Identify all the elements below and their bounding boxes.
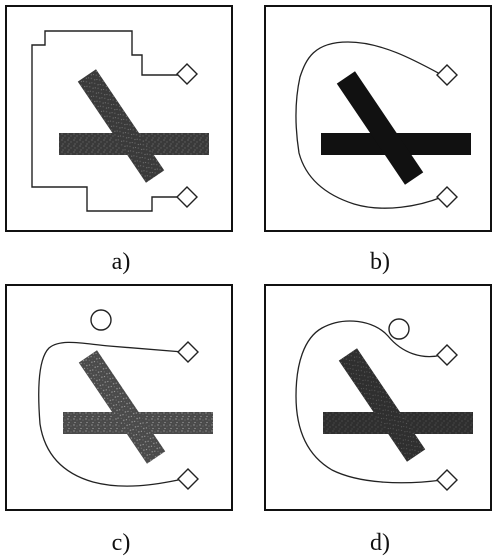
diagonal-obstacle bbox=[77, 69, 165, 183]
robot-path-piecewise bbox=[31, 30, 182, 212]
goal-diamond-icon bbox=[436, 469, 458, 491]
panel-b-drawing bbox=[295, 41, 471, 209]
caption-b: b) bbox=[370, 249, 390, 275]
start-diamond-icon bbox=[176, 63, 198, 85]
caption-d: d) bbox=[370, 530, 390, 556]
panel-d bbox=[264, 284, 492, 511]
caption-c: c) bbox=[111, 530, 131, 556]
start-diamond-icon bbox=[177, 341, 199, 363]
circle-obstacle-icon bbox=[90, 309, 112, 331]
panel-d-drawing bbox=[295, 318, 473, 491]
caption-a: a) bbox=[111, 249, 131, 275]
panel-c-drawing bbox=[38, 309, 213, 490]
panel-b bbox=[264, 5, 492, 232]
goal-diamond-icon bbox=[436, 186, 458, 208]
start-diamond-icon bbox=[436, 64, 458, 86]
goal-diamond-icon bbox=[177, 468, 199, 490]
robot-path-smooth bbox=[295, 320, 443, 484]
robot-path-smooth bbox=[295, 41, 443, 209]
diagonal-obstacle bbox=[336, 71, 424, 185]
panel-a bbox=[5, 5, 233, 232]
panel-c bbox=[5, 284, 233, 511]
diagonal-obstacle bbox=[78, 350, 166, 464]
diagonal-obstacle bbox=[338, 348, 426, 462]
robot-path-smooth bbox=[38, 341, 184, 487]
circle-obstacle-icon bbox=[388, 318, 410, 340]
panel-a-drawing bbox=[31, 30, 209, 212]
goal-diamond-icon bbox=[176, 186, 198, 208]
start-diamond-icon bbox=[436, 344, 458, 366]
